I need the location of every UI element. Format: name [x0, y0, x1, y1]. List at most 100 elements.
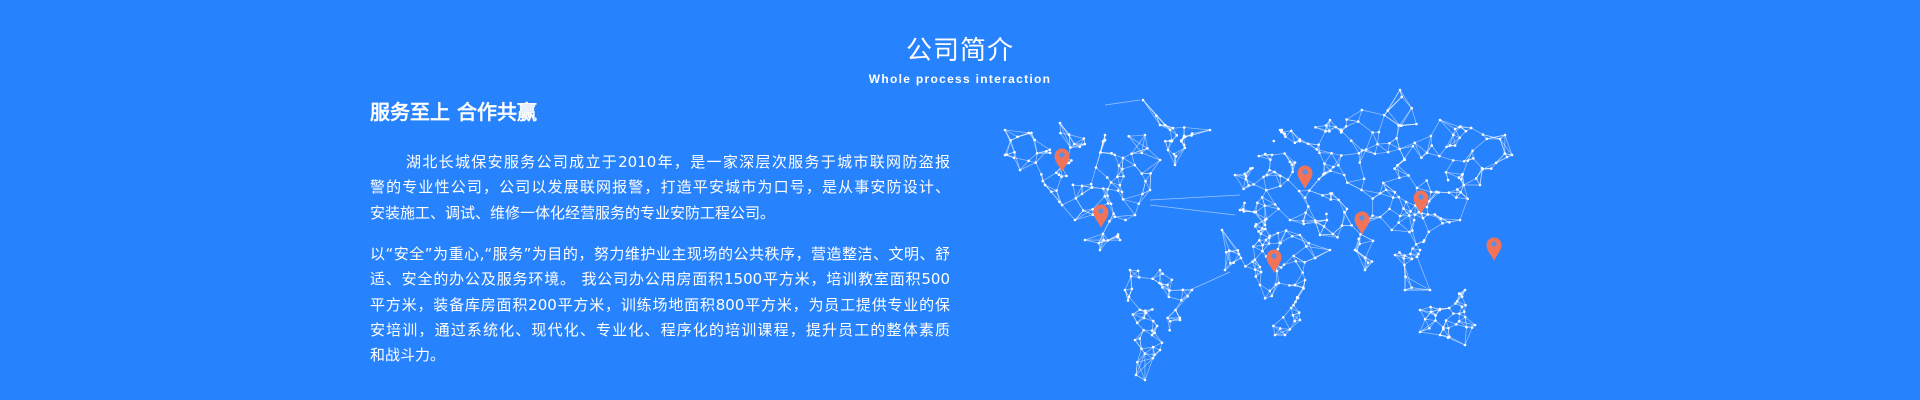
network-link — [1135, 357, 1154, 376]
network-link — [1296, 288, 1304, 298]
network-link — [1282, 317, 1291, 330]
network-link — [1379, 193, 1394, 198]
network-node — [1298, 233, 1302, 237]
network-link — [1252, 246, 1256, 260]
network-link — [1401, 96, 1412, 109]
network-link — [1383, 182, 1396, 193]
network-node — [1359, 232, 1362, 236]
network-link — [1010, 140, 1015, 153]
network-link — [1068, 134, 1084, 139]
network-node — [1073, 218, 1077, 222]
network-link — [1429, 320, 1436, 329]
network-link — [1102, 221, 1110, 234]
network-node — [1232, 261, 1235, 265]
location-pin-icon — [1054, 148, 1070, 172]
paragraph-line: 安培训，通过系统化、现代化、专业化、程序化的培训课程，提升员工的整体素质 — [370, 320, 950, 339]
network-node — [1446, 178, 1450, 182]
network-link — [1337, 225, 1343, 238]
network-link — [1462, 174, 1465, 186]
network-node — [1324, 130, 1327, 133]
network-node — [1174, 155, 1178, 158]
network-node — [1120, 190, 1124, 194]
network-link — [1454, 128, 1461, 138]
network-node — [1293, 141, 1297, 145]
network-node — [1151, 308, 1154, 311]
network-link — [1304, 197, 1309, 207]
network-node — [1307, 205, 1310, 208]
network-node — [1130, 152, 1133, 156]
network-link — [1261, 190, 1267, 198]
network-link — [1397, 159, 1405, 166]
network-link — [1445, 171, 1463, 175]
network-node — [1458, 312, 1461, 315]
network-link — [1399, 142, 1415, 150]
network-node — [1247, 184, 1250, 187]
network-node — [1227, 249, 1231, 252]
network-node — [1425, 179, 1428, 182]
network-link — [1308, 242, 1331, 251]
network-link — [1463, 150, 1473, 162]
network-node — [1451, 133, 1455, 137]
network-link — [1028, 152, 1038, 162]
network-link — [1102, 233, 1109, 241]
network-link — [1338, 165, 1345, 176]
network-link — [1347, 182, 1362, 191]
network-link — [1426, 145, 1433, 154]
network-node — [1130, 287, 1134, 291]
network-node — [1454, 323, 1458, 326]
network-node — [1048, 151, 1052, 155]
network-node — [1263, 218, 1267, 222]
network-link — [1145, 312, 1154, 322]
network-node — [1404, 200, 1408, 204]
network-node — [1175, 134, 1179, 137]
network-node — [1057, 173, 1061, 176]
network-link — [1107, 203, 1114, 214]
network-node — [1140, 347, 1143, 351]
network-node — [1253, 225, 1257, 228]
network-link — [1308, 243, 1316, 259]
network-link — [1419, 309, 1426, 320]
network-link — [1322, 195, 1331, 200]
network-link — [1456, 197, 1468, 200]
network-node — [1136, 360, 1139, 364]
network-link — [1294, 279, 1306, 286]
network-link — [1459, 130, 1467, 139]
network-link — [1486, 134, 1506, 140]
network-node — [1055, 189, 1058, 192]
network-link — [1366, 143, 1378, 150]
network-node — [1254, 210, 1258, 214]
network-node — [1154, 114, 1158, 118]
network-link — [1356, 250, 1366, 258]
network-node — [1262, 175, 1265, 179]
network-node — [1155, 324, 1159, 328]
network-node — [1168, 319, 1172, 323]
network-link — [1271, 282, 1280, 297]
network-link — [1455, 189, 1458, 198]
network-link — [1051, 191, 1060, 203]
network-link — [1304, 257, 1316, 263]
network-link — [1303, 220, 1316, 225]
network-node — [1112, 212, 1115, 215]
network-link — [1262, 243, 1270, 252]
network-node — [1101, 232, 1105, 236]
network-node — [1454, 196, 1458, 199]
network-link — [1110, 176, 1118, 183]
network-link — [1253, 240, 1260, 247]
network-node — [1425, 151, 1429, 155]
network-link — [1004, 129, 1029, 134]
network-node — [1435, 190, 1438, 194]
network-node — [1293, 319, 1296, 323]
network-link — [1439, 119, 1454, 136]
network-link — [1475, 169, 1483, 179]
network-node — [1146, 147, 1149, 150]
network-link — [1269, 159, 1271, 171]
network-link — [1170, 317, 1180, 322]
network-node — [1429, 134, 1433, 138]
network-node — [1081, 209, 1085, 212]
network-node — [1297, 311, 1301, 314]
network-link — [1434, 214, 1443, 224]
network-link — [1019, 160, 1029, 171]
network-link — [1074, 208, 1093, 221]
network-link — [1253, 211, 1266, 226]
network-link — [1448, 324, 1457, 329]
